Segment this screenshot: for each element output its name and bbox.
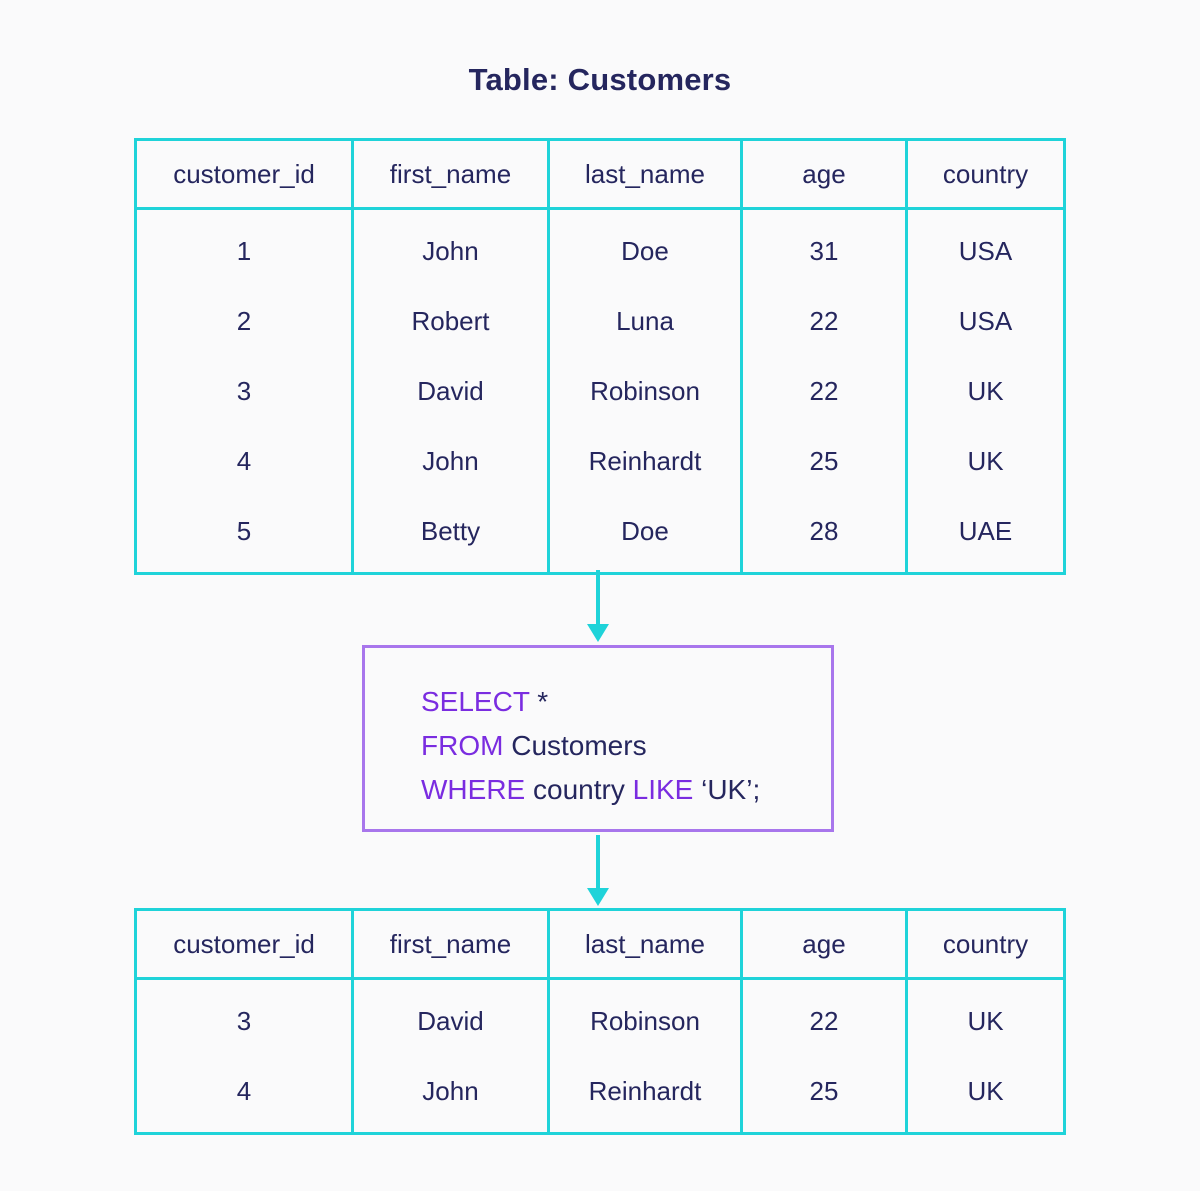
- table-cell: Reinhardt: [547, 426, 742, 496]
- column-header: first_name: [351, 909, 549, 980]
- table-cell: 22: [740, 978, 907, 1056]
- table-cell: USA: [905, 208, 1065, 286]
- table-cell: 2: [236, 305, 252, 336]
- query-line: SELECT *: [421, 680, 831, 724]
- table-cell: 3: [236, 1005, 252, 1036]
- table-cell: Robinson: [547, 978, 742, 1056]
- table-cell: Robinson: [547, 356, 742, 426]
- down-arrow-icon: [587, 835, 609, 906]
- table-cell: 22: [740, 356, 907, 426]
- table-cell: 4: [236, 445, 252, 476]
- table-cell: UK: [905, 1056, 1065, 1134]
- diagram-title: Table: Customers: [468, 62, 732, 97]
- table-cell: Luna: [547, 286, 742, 356]
- column-header: country: [905, 909, 1065, 980]
- table-cell: 31: [740, 208, 907, 286]
- table-row: 1 John Doe 31 USA: [136, 208, 1065, 286]
- customers-table: customer_id first_name last_name age cou…: [134, 138, 1066, 575]
- table-cell: 5: [236, 515, 252, 546]
- sql-query-box: SELECT * FROM Customers WHERE country LI…: [362, 645, 834, 832]
- table-cell: David: [351, 978, 549, 1056]
- column-header: age: [740, 909, 907, 980]
- table-cell: 25: [740, 426, 907, 496]
- sql-text: ‘UK’;: [693, 774, 761, 805]
- query-line: FROM Customers: [421, 724, 831, 768]
- table-cell: UK: [905, 426, 1065, 496]
- sql-keyword: SELECT: [421, 686, 530, 717]
- column-header: customer_id: [135, 909, 353, 980]
- table-row: 3 David Robinson 22 UK: [136, 978, 1065, 1056]
- table-cell: UK: [905, 978, 1065, 1056]
- table-cell: 4: [236, 1075, 252, 1106]
- sql-text: *: [529, 686, 549, 717]
- table-cell: Doe: [547, 496, 742, 574]
- table-cell: 25: [740, 1056, 907, 1134]
- table-cell: John: [351, 208, 549, 286]
- header-row: customer_id first_name last_name age cou…: [135, 139, 1065, 210]
- table-cell: 3: [236, 375, 252, 406]
- result-table: customer_id first_name last_name age cou…: [134, 908, 1066, 1135]
- table-cell: USA: [905, 286, 1065, 356]
- column-header: first_name: [351, 139, 549, 210]
- table-row: 2 Robert Luna 22 USA: [136, 286, 1065, 356]
- table-cell: Robert: [351, 286, 549, 356]
- table-cell: John: [351, 1056, 549, 1134]
- table-cell: 28: [740, 496, 907, 574]
- table-cell: Reinhardt: [547, 1056, 742, 1134]
- sql-keyword: FROM: [421, 730, 504, 761]
- table-cell: Betty: [351, 496, 549, 574]
- table-row: 4 John Reinhardt 25 UK: [136, 426, 1065, 496]
- table-cell: UK: [905, 356, 1065, 426]
- column-header: customer_id: [135, 139, 353, 210]
- table-cell: 1: [236, 235, 252, 266]
- header-row: customer_id first_name last_name age cou…: [135, 909, 1065, 980]
- table-cell: Doe: [547, 208, 742, 286]
- column-header: age: [740, 139, 907, 210]
- table-cell: David: [351, 356, 549, 426]
- sql-text: Customers: [503, 730, 647, 761]
- table-cell: John: [351, 426, 549, 496]
- table-cell: UAE: [905, 496, 1065, 574]
- column-header: last_name: [547, 139, 742, 210]
- query-line: WHERE country LIKE ‘UK’;: [421, 768, 831, 812]
- table-row: 3 David Robinson 22 UK: [136, 356, 1065, 426]
- column-header: country: [905, 139, 1065, 210]
- column-header: last_name: [547, 909, 742, 980]
- sql-keyword: LIKE: [632, 774, 694, 805]
- table-cell: 22: [740, 286, 907, 356]
- sql-keyword: WHERE: [421, 774, 526, 805]
- down-arrow-icon: [587, 570, 609, 642]
- sql-text: country: [525, 774, 633, 805]
- table-row: 4 John Reinhardt 25 UK: [136, 1056, 1065, 1134]
- table-row: 5 Betty Doe 28 UAE: [136, 496, 1065, 574]
